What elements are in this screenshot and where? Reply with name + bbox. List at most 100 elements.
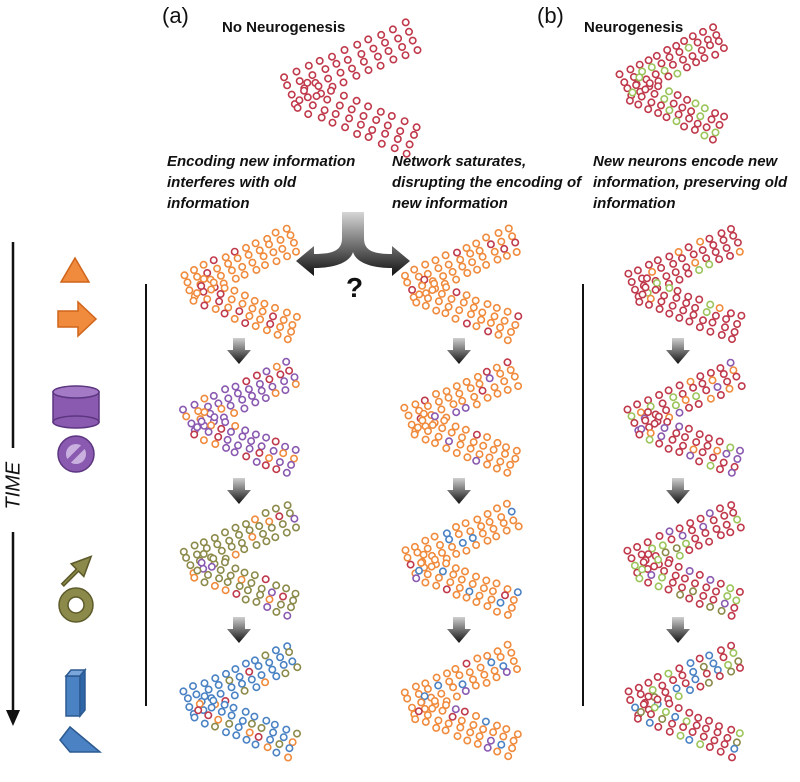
neuron (699, 522, 708, 531)
neuron (428, 285, 437, 294)
neuron (624, 687, 633, 696)
neuron (634, 100, 643, 109)
neuron (272, 607, 281, 616)
neuron (303, 93, 312, 102)
neuron (665, 106, 674, 115)
neuron (231, 523, 240, 532)
neuron (509, 595, 518, 604)
neuron (252, 597, 261, 606)
neuron (650, 703, 659, 712)
neuron (210, 533, 219, 542)
neuron (702, 386, 711, 395)
neuron (231, 564, 240, 573)
neuron (660, 66, 669, 75)
neuron (272, 465, 281, 474)
neuron (454, 530, 463, 539)
neuron (251, 430, 260, 439)
neuron (694, 713, 703, 722)
neuron (204, 711, 213, 720)
neuron (503, 640, 512, 649)
neuron (486, 736, 495, 745)
neuron (387, 112, 396, 121)
neuron (431, 256, 440, 265)
neuron (419, 409, 428, 418)
neuron (502, 499, 511, 508)
neuron (287, 460, 296, 469)
down-arrow (447, 478, 471, 504)
neuron (678, 441, 687, 450)
neuron (653, 672, 662, 681)
neuron (280, 377, 289, 386)
neuron (702, 254, 711, 263)
neuron (216, 566, 225, 575)
neuron (393, 135, 402, 144)
neuron (675, 447, 684, 456)
neuron (352, 71, 361, 80)
neuron (368, 126, 377, 135)
neuron (671, 401, 680, 410)
neuron (647, 570, 656, 579)
down-arrow (447, 338, 471, 364)
neuron (384, 46, 393, 55)
neuron (698, 316, 707, 325)
neuron (251, 239, 260, 248)
neuron (646, 710, 655, 719)
neuron (279, 660, 288, 669)
neuron (700, 131, 709, 140)
neuron (252, 683, 261, 692)
neuron (279, 449, 288, 458)
neuron (270, 303, 279, 312)
neuron (265, 595, 274, 604)
neuron (679, 723, 688, 732)
neuron (674, 704, 683, 713)
neuron (733, 238, 742, 247)
neuron (221, 418, 230, 427)
neuron (231, 382, 240, 391)
neuron (193, 272, 202, 281)
neuron (489, 524, 498, 533)
neuron (678, 531, 687, 540)
neuron (508, 744, 517, 753)
neuron (684, 269, 693, 278)
neuron (418, 281, 427, 290)
neuron (339, 91, 348, 100)
neuron (289, 596, 298, 605)
neuron (411, 400, 420, 409)
neuron (455, 389, 464, 398)
neuron (676, 590, 685, 599)
neuron (695, 265, 704, 274)
neuron (657, 297, 666, 306)
neuron (441, 251, 450, 260)
neuron (250, 656, 259, 665)
neuron (189, 682, 198, 691)
neuron (496, 652, 505, 661)
neuron (248, 258, 257, 267)
neuron (703, 441, 712, 450)
neuron (716, 364, 725, 373)
neuron (442, 283, 451, 292)
neuron (412, 123, 421, 132)
neuron (197, 417, 206, 426)
neuron (492, 607, 501, 616)
neuron (483, 393, 492, 402)
neuron (312, 92, 321, 101)
neuron (193, 289, 202, 298)
neuron (451, 314, 460, 323)
neuron (421, 578, 430, 587)
neuron (238, 299, 247, 308)
neuron (289, 454, 298, 463)
neuron (661, 707, 670, 716)
neuron (696, 112, 705, 121)
neuron (210, 413, 219, 422)
neuron (681, 679, 690, 688)
neuron (483, 509, 492, 518)
neuron (266, 735, 275, 744)
neuron (729, 648, 738, 657)
neuron (672, 293, 681, 302)
network-saturation-step-3 (401, 499, 523, 619)
neuron (645, 435, 654, 444)
neuron (702, 583, 711, 592)
neuron (470, 392, 479, 401)
neuron (194, 407, 203, 416)
neuron (671, 571, 680, 580)
